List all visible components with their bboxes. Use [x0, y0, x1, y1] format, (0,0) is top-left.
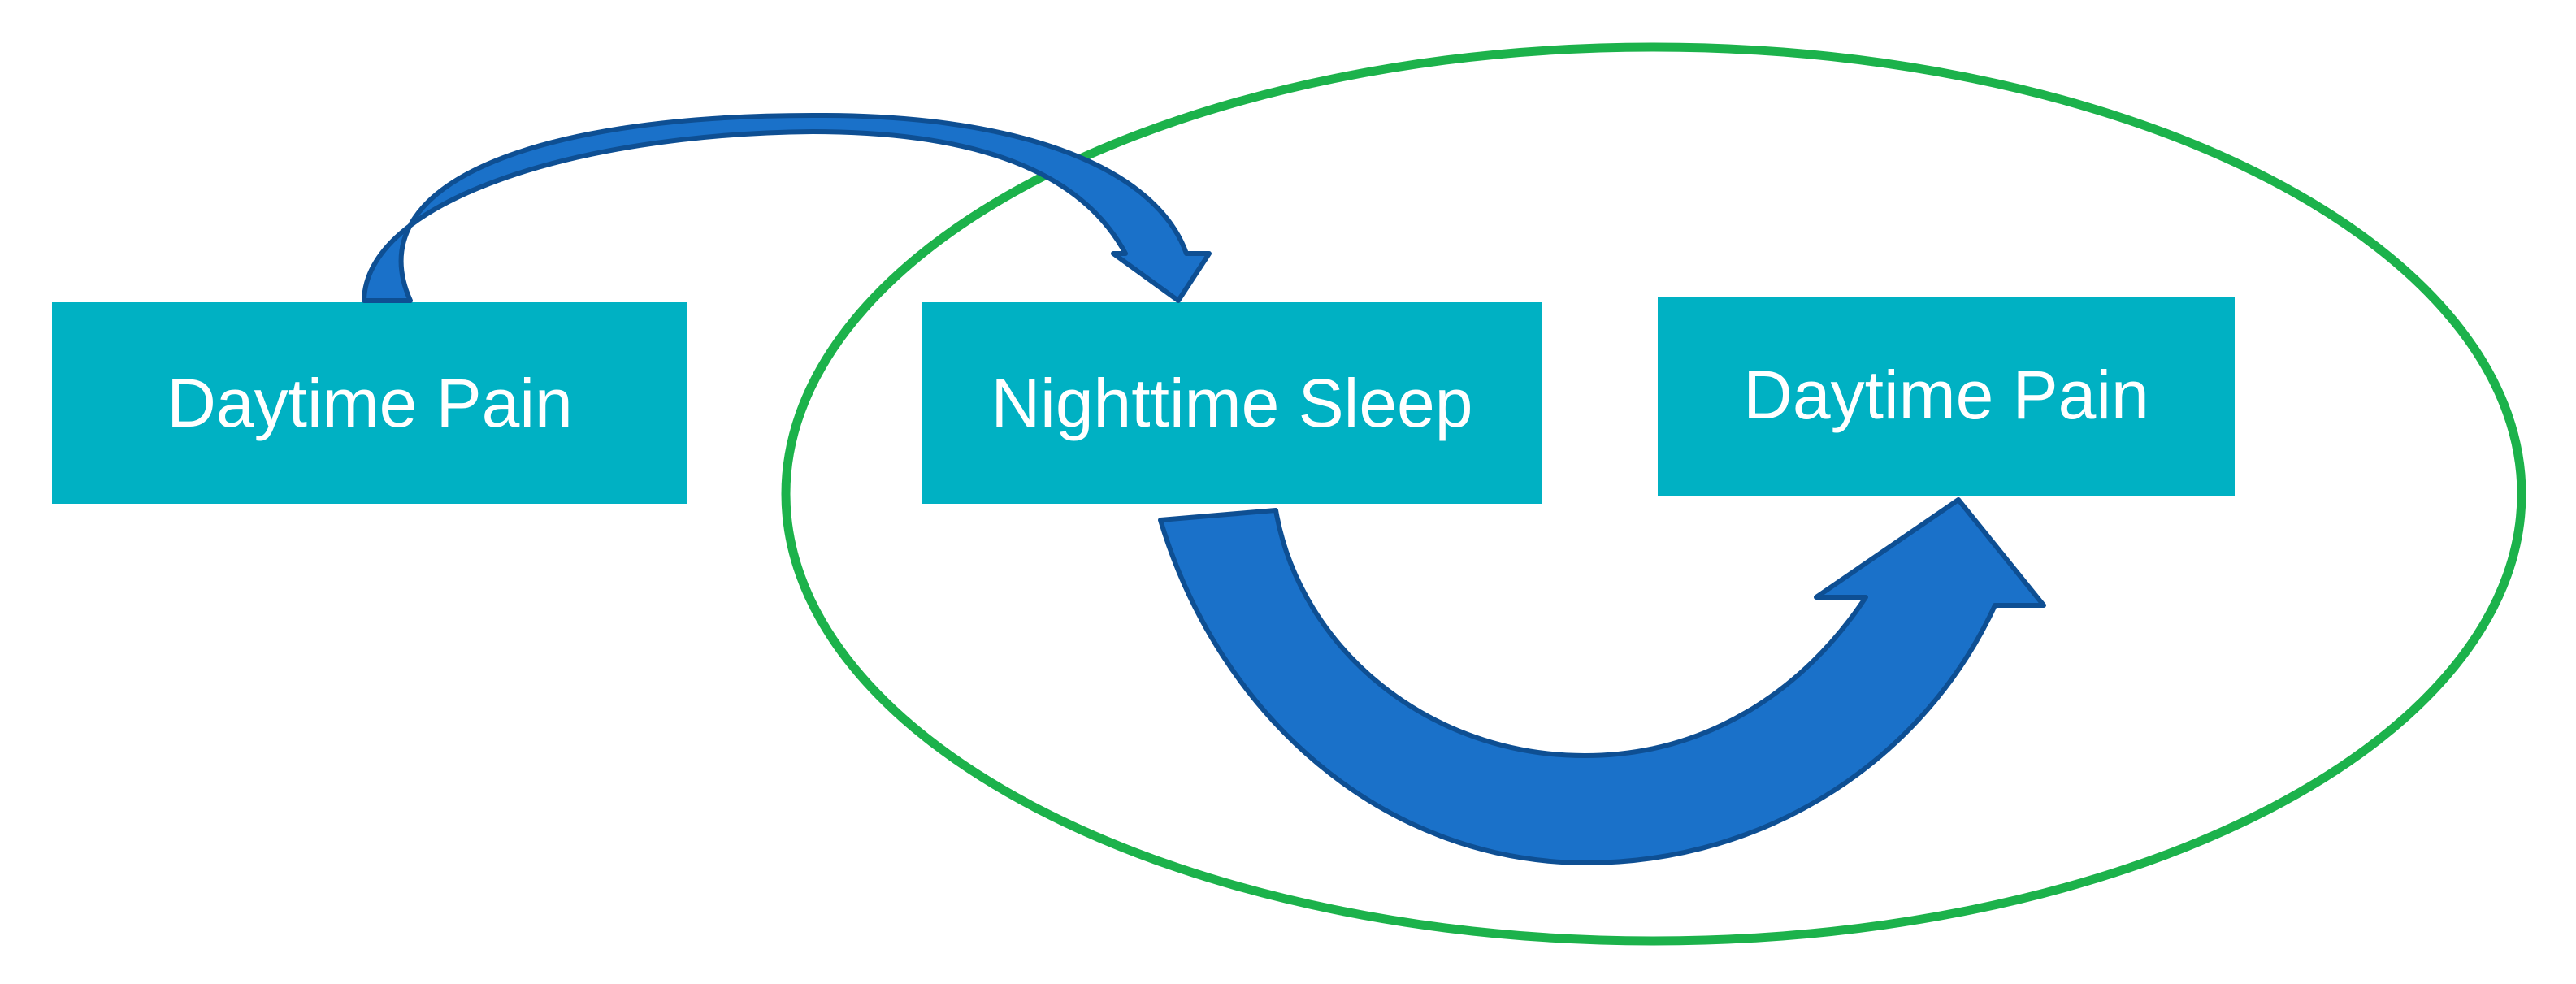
- arrow-nighttime-sleep-to-daytime-pain: [1158, 497, 2046, 865]
- cycle-group-ellipse: [781, 42, 2526, 946]
- node-label: Nighttime Sleep: [991, 365, 1473, 441]
- node-box: [52, 302, 687, 504]
- node-label: Daytime Pain: [1743, 357, 2149, 433]
- node-daytime-pain-2: Daytime Pain: [1658, 297, 2235, 496]
- node-box: [1658, 297, 2235, 496]
- node-nighttime-sleep: Nighttime Sleep: [922, 302, 1542, 504]
- node-box: [922, 302, 1542, 504]
- arrow-daytime-pain-to-nighttime-sleep: [362, 112, 1212, 303]
- node-label: Daytime Pain: [167, 365, 573, 441]
- node-daytime-pain-1: Daytime Pain: [52, 302, 687, 504]
